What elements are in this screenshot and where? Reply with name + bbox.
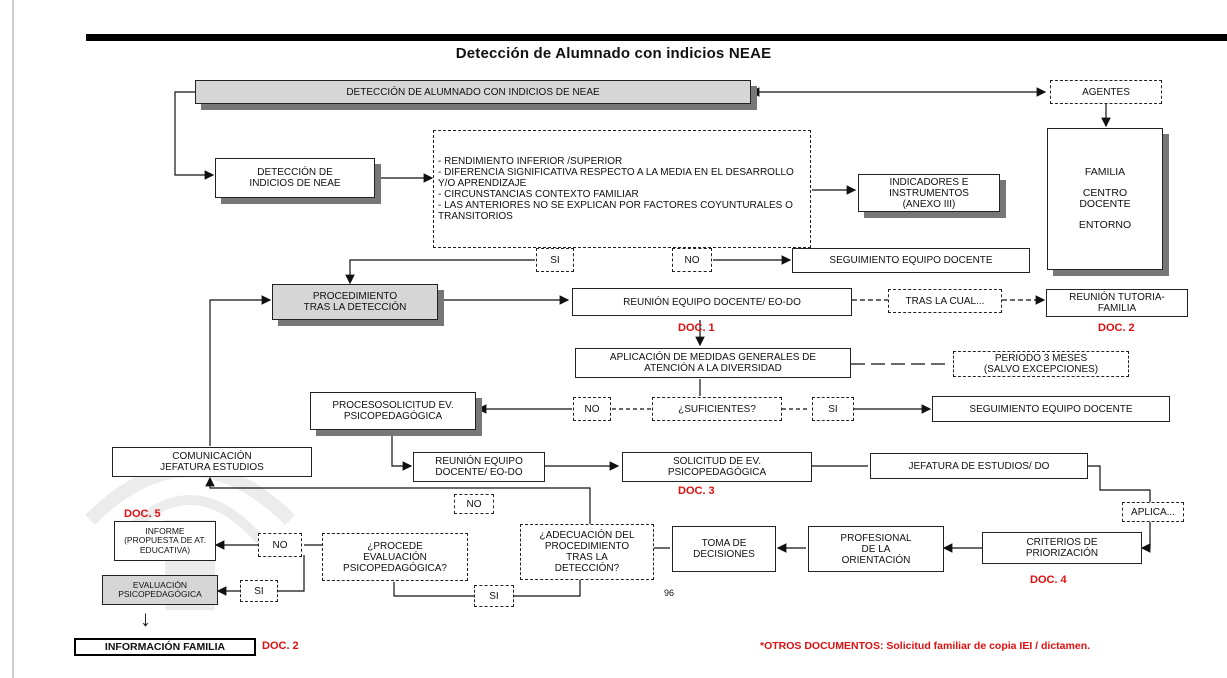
no-box-3: NO (454, 494, 494, 514)
si-box-4: SI (474, 585, 514, 607)
si-box-1: SI (536, 248, 574, 272)
agentes-list-box: FAMILIA CENTRO DOCENTE ENTORNO (1047, 128, 1163, 270)
page-number: 96 (664, 588, 675, 598)
profesional-orientacion-box: PROFESIONAL DE LA ORIENTACIÓN (808, 526, 944, 572)
doc-4-label: DOC. 4 (1030, 574, 1067, 586)
reunion-equipo-box: REUNIÓN EQUIPO DOCENTE/ EO-DO (572, 288, 852, 316)
proceso-solicitud-box: PROCESOSOLICITUD EV. PSICOPEDAGÓGICA (310, 392, 476, 430)
no-box-4: NO (258, 533, 302, 557)
seguimiento-equipo-box-2: SEGUIMIENTO EQUIPO DOCENTE (932, 396, 1170, 422)
toma-decisiones-box: TOMA DE DECISIONES (672, 526, 776, 572)
doc-2-label-bottom: DOC. 2 (262, 640, 299, 652)
no-box-2: NO (573, 397, 611, 421)
agente-centro-docente: CENTRO DOCENTE (1079, 187, 1131, 210)
criterios-priorizacion-box: CRITERIOS DE PRIORIZACIÓN (982, 532, 1142, 564)
procede-box: ¿PROCEDE EVALUACIÓN PSICOPEDAGÓGICA? (322, 533, 468, 581)
criterio-contexto: - CIRCUNSTANCIAS CONTEXTO FAMILIAR (438, 189, 639, 200)
si-box-3: SI (240, 580, 278, 602)
criterio-diferencia: - DIFERENCIA SIGNIFICATIVA RESPECTO A LA… (438, 167, 794, 189)
criterio-factores: - LAS ANTERIORES NO SE EXPLICAN POR FACT… (438, 200, 793, 222)
reunion-tutoria-box: REUNIÓN TUTORIA-FAMILIA (1046, 289, 1188, 317)
no-box-1: NO (672, 248, 712, 272)
procedimiento-box: PROCEDIMIENTO TRAS LA DETECCIÓN (272, 284, 438, 320)
informacion-familia-box: INFORMACIÓN FAMILIA (74, 638, 256, 656)
agentes-box: AGENTES (1050, 80, 1162, 104)
adecuacion-box: ¿ADECUACIÓN DEL PROCEDIMIENTO TRAS LA DE… (520, 524, 654, 580)
left-rule (12, 0, 14, 678)
periodo-box: PERIODO 3 MESES (SALVO EXCEPCIONES) (953, 351, 1129, 377)
criterio-rendimiento: - RENDIMIENTO INFERIOR /SUPERIOR (438, 156, 623, 167)
solicitud-ev-box: SOLICITUD DE EV. PSICOPEDAGÓGICA (622, 452, 812, 482)
doc-3-label: DOC. 3 (678, 485, 715, 497)
doc-5-label: DOC. 5 (124, 508, 161, 520)
reunion-equipo-box-2: REUNIÓN EQUIPO DOCENTE/ EO-DO (413, 452, 545, 482)
top-bar (86, 34, 1227, 41)
si-box-2: SI (812, 397, 854, 421)
deteccion-indicios-box: DETECCIÓN DE INDICIOS DE NEAE (215, 158, 375, 198)
evaluacion-psicopedagogica-box: EVALUACIÓN PSICOPEDAGÓGICA (102, 575, 218, 605)
diagram-title: Detección de Alumnado con indicios NEAE (455, 45, 772, 62)
aplica-box: APLICA... (1122, 502, 1184, 522)
indicadores-box: INDICADORES E INSTRUMENTOS (ANEXO III) (858, 174, 1000, 212)
suficientes-box: ¿SUFICIENTES? (652, 397, 782, 421)
criterios-box: - RENDIMIENTO INFERIOR /SUPERIOR - DIFER… (433, 130, 811, 248)
down-arrow-icon: ↓ (140, 606, 151, 631)
doc-1-label: DOC. 1 (678, 322, 715, 334)
agente-entorno: ENTORNO (1078, 219, 1132, 231)
deteccion-alumnado-box: DETECCIÓN DE ALUMNADO CON INDICIOS DE NE… (195, 80, 751, 104)
aplicacion-medidas-box: APLICACIÓN DE MEDIDAS GENERALES DE ATENC… (575, 348, 851, 378)
otros-documentos-note: *OTROS DOCUMENTOS: Solicitud familiar de… (760, 640, 1091, 652)
tras-la-cual-box: TRAS LA CUAL... (888, 289, 1002, 313)
informe-box: INFORME (PROPUESTA DE AT. EDUCATIVA) (114, 521, 216, 561)
comunicacion-jefatura-box: COMUNICACIÓN JEFATURA ESTUDIOS (112, 447, 312, 477)
doc-2-label-top: DOC. 2 (1098, 322, 1135, 334)
agente-familia: FAMILIA (1084, 166, 1126, 178)
seguimiento-equipo-box-1: SEGUIMIENTO EQUIPO DOCENTE (792, 248, 1030, 273)
jefatura-estudios-box: JEFATURA DE ESTUDIOS/ DO (870, 453, 1088, 479)
